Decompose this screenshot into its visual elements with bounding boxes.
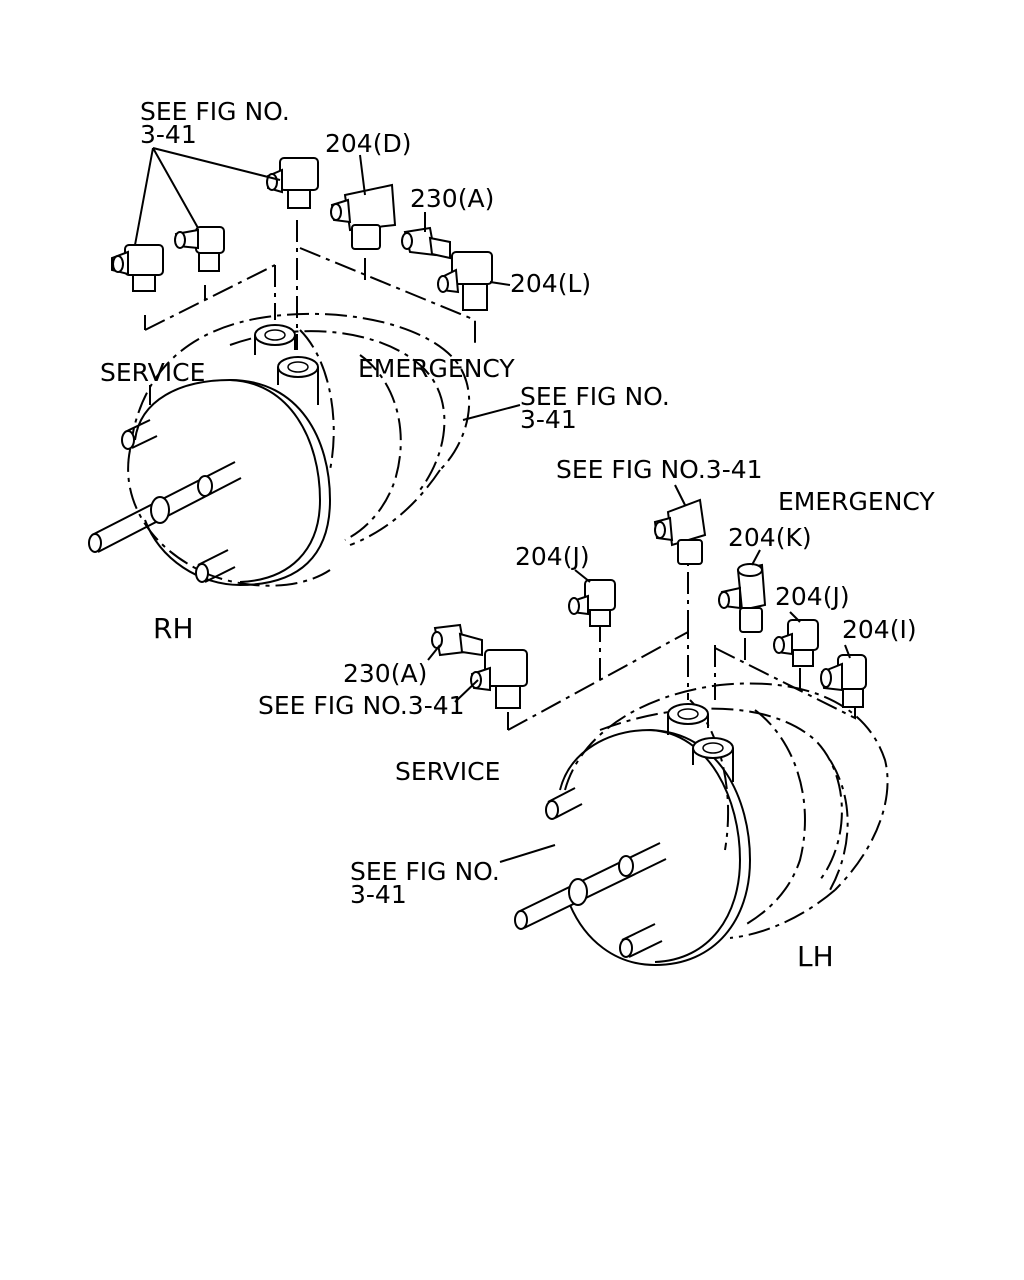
rh-chamber [88,220,521,587]
rh-see-fig-top-line2: 3-41 [140,120,197,149]
rh-see-fig-right-leader [462,404,521,421]
rh-fitting-230a [401,226,451,260]
lh-see-fig-top: SEE FIG NO.3-41 [556,455,763,484]
rh-see-fig-right-line2: 3-41 [520,405,577,434]
lh-fitting-230a [431,623,483,657]
lh-port-service [667,703,709,735]
lh-fitting-204k [718,563,767,633]
rh-fitting-204l [437,251,493,311]
lh-label-emergency: EMERGENCY [778,487,935,516]
rh-elbow-middle [174,226,225,272]
rh-label-204d: 204(D) [325,129,411,158]
lh-label-204j-right: 204(J) [775,582,850,611]
lh-pushrod [514,842,667,930]
rh-label-emergency: EMERGENCY [358,354,515,383]
rh-stud-bottom [195,549,236,583]
lh-see-fig-bottom-leader [499,844,556,863]
lh-label-204i: 204(I) [842,615,917,644]
lh-label-service: SERVICE [395,757,500,786]
rh-side-label: RH [153,612,194,645]
rh-label-204l: 204(L) [510,269,591,298]
lh-stud-bottom [619,923,663,958]
lh-side-label: LH [797,940,834,973]
rh-see-fig-top-line1: SEE FIG NO. [140,97,290,126]
rh-port-emergency [277,356,319,405]
rh-label-service: SERVICE [100,358,205,387]
lh-label-204j-left: 204(J) [515,542,590,571]
rh-port-service [254,324,296,355]
lh-fittings [427,484,867,709]
rh-elbow-left [111,244,164,292]
rh-see-fig-right-line1: SEE FIG NO. [520,382,670,411]
lh-chamber [499,565,889,967]
rh-fittings [111,147,511,311]
lh-see-fig-bottom-line2: 3-41 [350,880,407,909]
lh-label-204k: 204(K) [728,523,812,552]
lh-fitting-204j-left [568,579,616,627]
lh-fitting-204i [820,654,867,708]
rh-fitting-204d [330,183,397,250]
rh-label-230a: 230(A) [410,184,494,213]
lh-see-fig-bottom-line1: SEE FIG NO. [350,857,500,886]
lh-fitting-204j-right [773,619,819,667]
lh-stud-top [545,787,583,820]
rh-pushrod [88,461,242,553]
lh-label-230a: 230(A) [343,659,427,688]
lh-fitting-top-tee [653,498,707,565]
rh-elbow-top [266,157,319,209]
lh-fitting-elbow-bottom [470,649,528,709]
lh-see-fig-mid: SEE FIG NO.3-41 [258,691,465,720]
rh-stud-top [121,419,158,450]
lh-port-emergency [692,737,734,782]
